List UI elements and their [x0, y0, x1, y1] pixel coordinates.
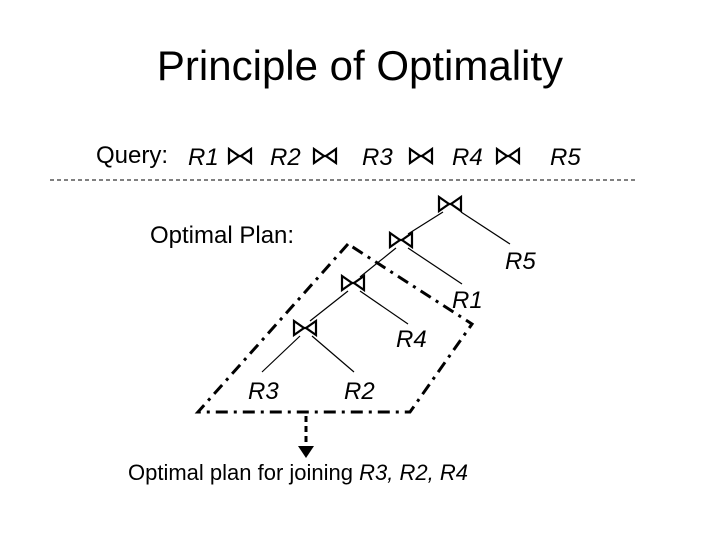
edge-root-to-level2: [407, 211, 444, 235]
optimal-plan-label: Optimal Plan:: [150, 222, 295, 249]
join-icon-level-2: [388, 231, 414, 249]
plan-leaf-r2: R2: [344, 378, 375, 405]
join-icon-root: [437, 195, 463, 213]
query-relation-r3: R3: [362, 144, 393, 171]
query-relation-r2: R2: [270, 144, 301, 171]
query-relation-r5: R5: [550, 144, 581, 171]
edge-level4-to-r3: [261, 335, 301, 373]
edge-level3-to-r4: [359, 290, 409, 325]
subplan-outline: [194, 242, 475, 414]
join-icon-query-2: [312, 147, 338, 165]
edge-level4-to-r2: [311, 335, 355, 373]
plan-leaf-r3: R3: [248, 378, 279, 405]
join-icon-query-1: [227, 147, 253, 165]
query-relation-r1: R1: [188, 144, 219, 171]
slide-title: Principle of Optimality: [156, 42, 564, 89]
plan-leaf-r1: R1: [452, 287, 483, 314]
plan-leaf-r5: R5: [505, 248, 536, 275]
join-icon-level-4: [292, 319, 318, 337]
join-icon-level-3: [340, 274, 366, 292]
caption-relations: R3, R2, R4: [359, 460, 468, 485]
join-icon-query-3: [408, 147, 434, 165]
subplan-caption: Optimal plan for joining R3, R2, R4: [128, 460, 468, 486]
edge-root-to-r5: [460, 211, 511, 245]
query-relation-r4: R4: [452, 144, 483, 171]
join-icon-query-4: [495, 147, 521, 165]
plan-leaf-r4: R4: [396, 326, 427, 353]
caption-prefix: Optimal plan for joining: [128, 460, 360, 485]
arrow-down-icon: [298, 446, 314, 458]
query-label: Query:: [96, 142, 169, 169]
edge-level3-to-level4: [309, 290, 349, 322]
edge-level2-to-r1: [407, 247, 463, 285]
